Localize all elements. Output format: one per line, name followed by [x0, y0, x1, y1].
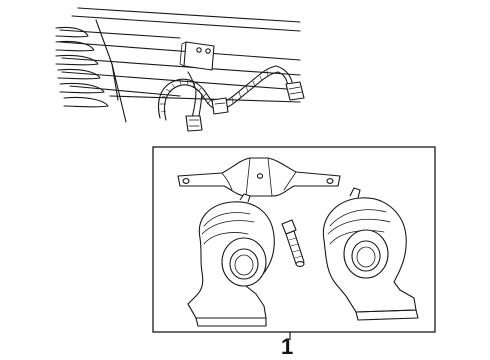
callout-number-1: 1 [281, 334, 294, 359]
harness-connector-left [185, 115, 203, 132]
harness-connector-right [285, 81, 305, 101]
horn-right [322, 187, 419, 321]
harness-connector-mid [211, 97, 229, 115]
horn-mounting-bracket [177, 157, 341, 197]
parts-kit-frame [152, 146, 436, 333]
harness-mount-plate [179, 41, 215, 71]
wiring-harness [157, 65, 293, 121]
horn-left [187, 193, 275, 327]
horn-mounting-bolt [281, 219, 305, 267]
vehicle-body-structure [55, 7, 301, 123]
